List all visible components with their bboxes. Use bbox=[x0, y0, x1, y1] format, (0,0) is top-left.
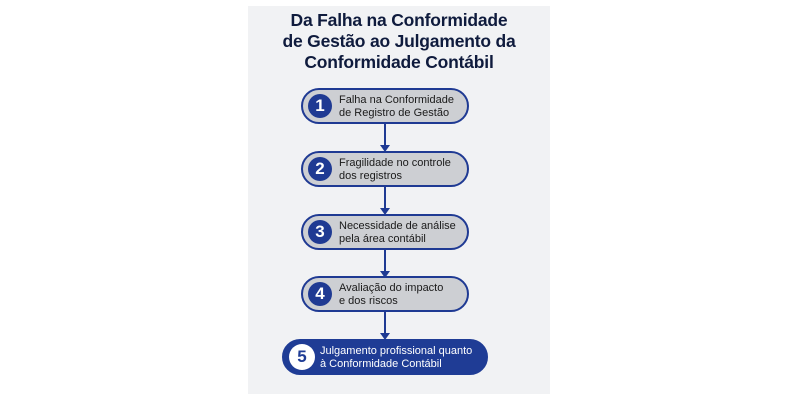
title-line-1: Da Falha na Conformidade bbox=[290, 10, 508, 30]
step-5-number-badge: 5 bbox=[289, 344, 315, 370]
step-2-label: Fragilidade no controle dos registros bbox=[339, 157, 451, 182]
step-5-label: Julgamento profissional quanto à Conform… bbox=[320, 345, 472, 370]
step-3-label-line-1: Necessidade de análise bbox=[339, 220, 456, 232]
arrow-4-to-5 bbox=[380, 312, 390, 340]
step-3-number-badge: 3 bbox=[308, 220, 332, 244]
step-1-label-line-1: Falha na Conformidade bbox=[339, 94, 454, 106]
step-5-box: 5 Julgamento profissional quanto à Confo… bbox=[282, 339, 488, 375]
step-3-label-line-2: pela área contábil bbox=[339, 232, 426, 245]
step-4-box: 4 Avaliação do impacto e dos riscos bbox=[301, 276, 469, 312]
step-2-label-line-1: Fragilidade no controle bbox=[339, 157, 451, 169]
step-1-label: Falha na Conformidade de Registro de Ges… bbox=[339, 94, 454, 119]
step-1-box: 1 Falha na Conformidade de Registro de G… bbox=[301, 88, 469, 124]
title-line-3: Conformidade Contábil bbox=[304, 52, 494, 72]
step-1-number-badge: 1 bbox=[308, 94, 332, 118]
arrow-2-to-3 bbox=[380, 187, 390, 215]
step-2-number-badge: 2 bbox=[308, 157, 332, 181]
arrow-3-to-4 bbox=[380, 250, 390, 278]
step-4-label-line-1: Avaliação do impacto bbox=[339, 282, 444, 294]
step-3-label: Necessidade de análise pela área contábi… bbox=[339, 220, 456, 245]
step-3-box: 3 Necessidade de análise pela área contá… bbox=[301, 214, 469, 250]
step-4-number-badge: 4 bbox=[308, 282, 332, 306]
step-4-label: Avaliação do impacto e dos riscos bbox=[339, 282, 443, 307]
diagram-title: Da Falha na Conformidade de Gestão ao Ju… bbox=[250, 10, 548, 73]
step-5-label-line-2: à Conformidade Contábil bbox=[320, 357, 442, 370]
step-1-label-line-2: de Registro de Gestão bbox=[339, 106, 450, 119]
diagram-panel bbox=[248, 6, 550, 394]
arrow-1-to-2 bbox=[380, 124, 390, 152]
step-5-label-line-1: Julgamento profissional quanto bbox=[320, 345, 473, 357]
step-2-box: 2 Fragilidade no controle dos registros bbox=[301, 151, 469, 187]
title-line-2: de Gestão ao Julgamento da bbox=[282, 31, 516, 51]
step-2-label-line-2: dos registros bbox=[339, 169, 402, 182]
step-4-label-line-2: e dos riscos bbox=[339, 294, 398, 307]
